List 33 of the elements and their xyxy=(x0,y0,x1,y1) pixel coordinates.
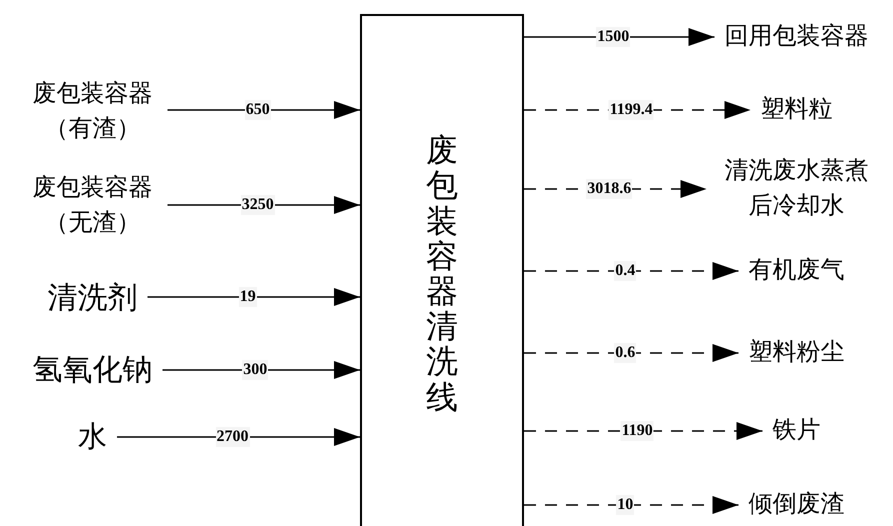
edge-label: 2700 xyxy=(216,427,250,447)
stream-label: 倾倒废渣 xyxy=(748,490,844,520)
edge-label: 10 xyxy=(616,495,634,515)
stream-label: 废包装容器（无渣） xyxy=(32,174,154,238)
edge-label: 3018.6 xyxy=(586,179,632,199)
stream-label: 有机废气 xyxy=(748,256,844,286)
stream-label: 铁片 xyxy=(772,416,820,446)
stream-label: 水 xyxy=(78,420,107,455)
stream-label: 回用包装容器 xyxy=(724,22,868,52)
edge-label: 1190 xyxy=(620,421,654,441)
arrow xyxy=(148,288,360,306)
edge-label: 300 xyxy=(242,360,268,380)
arrow xyxy=(162,361,360,379)
edge-label: 19 xyxy=(238,287,257,307)
process-box xyxy=(360,14,524,526)
arrow xyxy=(524,496,738,514)
arrow xyxy=(168,101,360,119)
arrow xyxy=(524,422,762,440)
edge-label: 3250 xyxy=(240,195,275,215)
edge-label: 1500 xyxy=(596,27,630,47)
edge-label: 0.4 xyxy=(614,261,636,281)
arrow xyxy=(524,344,738,362)
stream-label: 氢氧化钠 xyxy=(32,352,152,388)
stream-label: 塑料粉尘 xyxy=(748,338,844,368)
process-label: 废包装容器清洗线 xyxy=(426,133,458,415)
stream-label: 清洗废水蒸煮后冷却水 xyxy=(724,156,870,221)
stream-label: 废包装容器（有渣） xyxy=(32,80,154,144)
edge-label: 0.6 xyxy=(614,343,636,363)
stream-label: 塑料粒 xyxy=(760,95,832,125)
stream-label: 清洗剂 xyxy=(48,280,138,316)
arrow xyxy=(524,262,738,280)
edge-label: 1199.4 xyxy=(608,100,654,120)
edge-label: 650 xyxy=(244,100,271,120)
